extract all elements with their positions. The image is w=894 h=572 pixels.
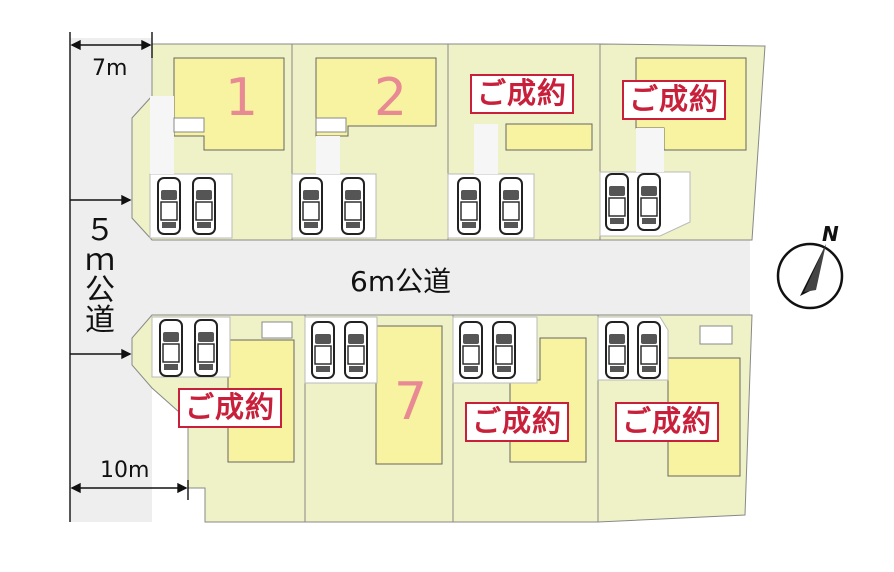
walkway-2 xyxy=(316,136,340,174)
dim-5m-arrow-top xyxy=(121,194,132,206)
car-icon xyxy=(499,177,523,235)
car-icon xyxy=(492,321,516,379)
dim-7m-arrow-right xyxy=(141,39,152,51)
side-road-char: ｍ xyxy=(85,243,115,278)
porch-9 xyxy=(699,325,733,345)
compass xyxy=(776,242,844,310)
compass-needle-shade-icon xyxy=(804,244,826,292)
car-icon xyxy=(194,319,218,377)
compass-north-label: N xyxy=(822,222,839,246)
car-icon xyxy=(637,321,661,379)
walkway-3 xyxy=(474,124,498,174)
car-icon xyxy=(637,173,661,231)
lot-7-building xyxy=(375,325,443,465)
car-icon xyxy=(299,177,323,235)
sold-badge-lot-4: ご成約 xyxy=(622,80,727,120)
main-road xyxy=(70,240,750,315)
lot-7-number: 7 xyxy=(394,372,428,432)
lot-3-building xyxy=(505,123,593,151)
car-icon xyxy=(605,321,629,379)
dim-10m-label: 10m xyxy=(100,458,150,483)
car-icon xyxy=(344,321,368,379)
side-road-label: ５ ｍ 公 道 xyxy=(80,216,120,336)
lot-2-number: 2 xyxy=(374,68,408,128)
car-icon xyxy=(605,173,629,231)
sold-badge-lot-8: ご成約 xyxy=(465,402,570,442)
car-icon xyxy=(341,177,365,235)
car-icon xyxy=(311,321,335,379)
dim-10m-arrow-left xyxy=(70,482,81,494)
car-icon xyxy=(159,319,183,377)
side-road-char: ５ xyxy=(85,213,115,248)
main-road-label: 6m公道 xyxy=(350,265,452,298)
sold-badge-lot-9: ご成約 xyxy=(615,402,720,442)
dim-7m-label: 7m xyxy=(92,56,128,81)
compass-needle-icon xyxy=(800,244,826,296)
dimension-lines xyxy=(69,32,189,522)
porch-6 xyxy=(261,321,293,339)
cars xyxy=(157,173,661,379)
dim-7m-arrow-left xyxy=(70,39,81,51)
car-icon xyxy=(192,177,216,235)
walkway-4 xyxy=(636,128,664,172)
car-icon xyxy=(459,321,483,379)
car-icon xyxy=(157,177,181,235)
walkway-1 xyxy=(150,96,174,174)
porch-1 xyxy=(173,117,205,133)
side-road-char: 公 xyxy=(85,273,115,308)
porch-2 xyxy=(315,117,347,133)
car-icon xyxy=(457,177,481,235)
dim-10m-arrow-right xyxy=(177,482,188,494)
sold-badge-lot-6: ご成約 xyxy=(178,388,283,428)
sold-badge-lot-3: ご成約 xyxy=(470,74,575,114)
side-road-char: 道 xyxy=(85,303,115,338)
lot-1-number: 1 xyxy=(225,68,259,128)
dim-5m-arrow-bottom xyxy=(121,348,132,360)
